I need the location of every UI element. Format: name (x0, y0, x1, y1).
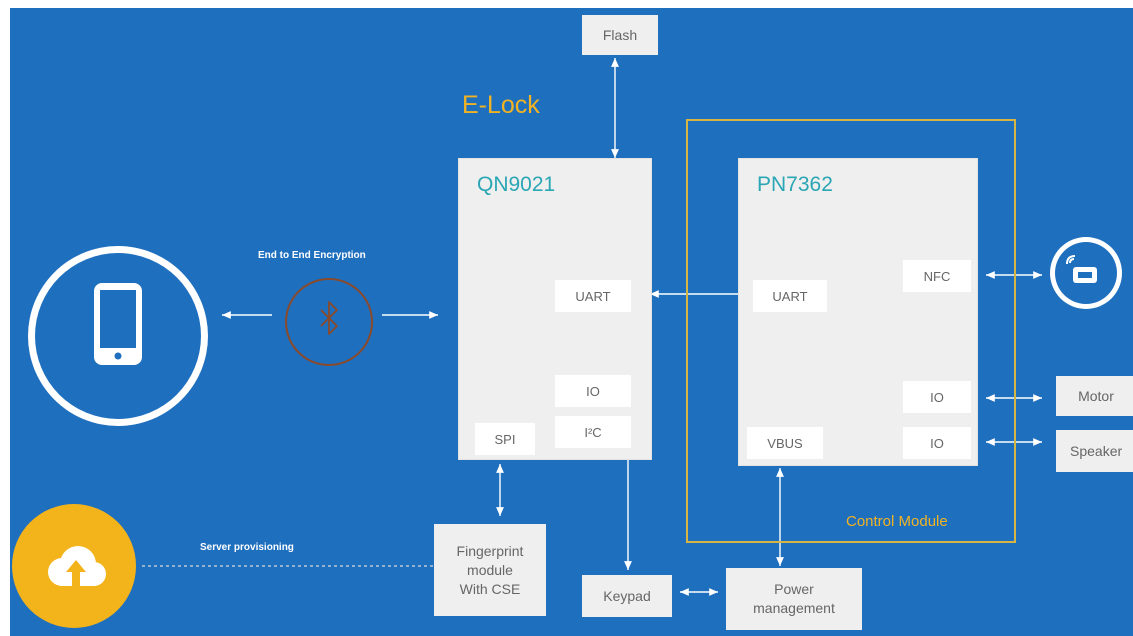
smartphone-icon (94, 283, 142, 365)
phone-ring (35, 253, 201, 419)
qn9021-chip: QN9021 UART IO I²C SPI (458, 158, 652, 460)
nfc-card-node (1050, 237, 1122, 309)
pn7362-io-port-1: IO (903, 381, 971, 413)
nfc-card-icon (1066, 255, 1097, 283)
power-label-line-2: management (753, 600, 835, 616)
fingerprint-label-line-3: With CSE (459, 580, 521, 597)
control-module-label: Control Module (846, 513, 948, 530)
encryption-caption: End to End Encryption (258, 250, 366, 261)
qn9021-title: QN9021 (477, 173, 556, 196)
fingerprint-label-line-1: Fingerprint (456, 542, 524, 559)
motor-box: Motor (1056, 376, 1133, 416)
phone-node (28, 246, 208, 426)
power-management-box: Power management (726, 568, 862, 630)
control-module-box (686, 119, 1016, 543)
bluetooth-icon (285, 278, 373, 366)
cloud-node (12, 504, 136, 628)
power-label-line-1: Power (774, 581, 814, 597)
qn9021-spi-port: SPI (475, 423, 535, 455)
motor-label: Motor (1078, 387, 1114, 404)
pn7362-title: PN7362 (757, 173, 833, 196)
cloud-upload-icon (48, 546, 106, 588)
pn7362-nfc-port: NFC (903, 260, 971, 292)
qn9021-uart-port: UART (555, 280, 631, 312)
keypad-box: Keypad (582, 575, 672, 617)
flash-box: Flash (582, 15, 658, 55)
speaker-label: Speaker (1070, 442, 1123, 459)
qn9021-i2c-port: I²C (555, 416, 631, 448)
speaker-box: Speaker (1056, 430, 1133, 472)
flash-label: Flash (602, 26, 638, 43)
diagram-canvas: Flash E-Lock Control Module QN9021 UART … (10, 8, 1133, 636)
fingerprint-label-line-2: module (467, 561, 513, 578)
fingerprint-box: Fingerprint module With CSE (434, 524, 546, 616)
qn9021-io-port: IO (555, 375, 631, 407)
nfc-card-ring (1055, 242, 1117, 304)
keypad-label: Keypad (603, 587, 651, 604)
pn7362-chip: PN7362 UART NFC IO IO VBUS (738, 158, 978, 466)
server-caption: Server provisioning (200, 542, 294, 553)
pn7362-io-port-2: IO (903, 427, 971, 459)
system-title: E-Lock (462, 91, 540, 119)
pn7362-uart-port: UART (753, 280, 827, 312)
pn7362-vbus-port: VBUS (747, 427, 823, 459)
